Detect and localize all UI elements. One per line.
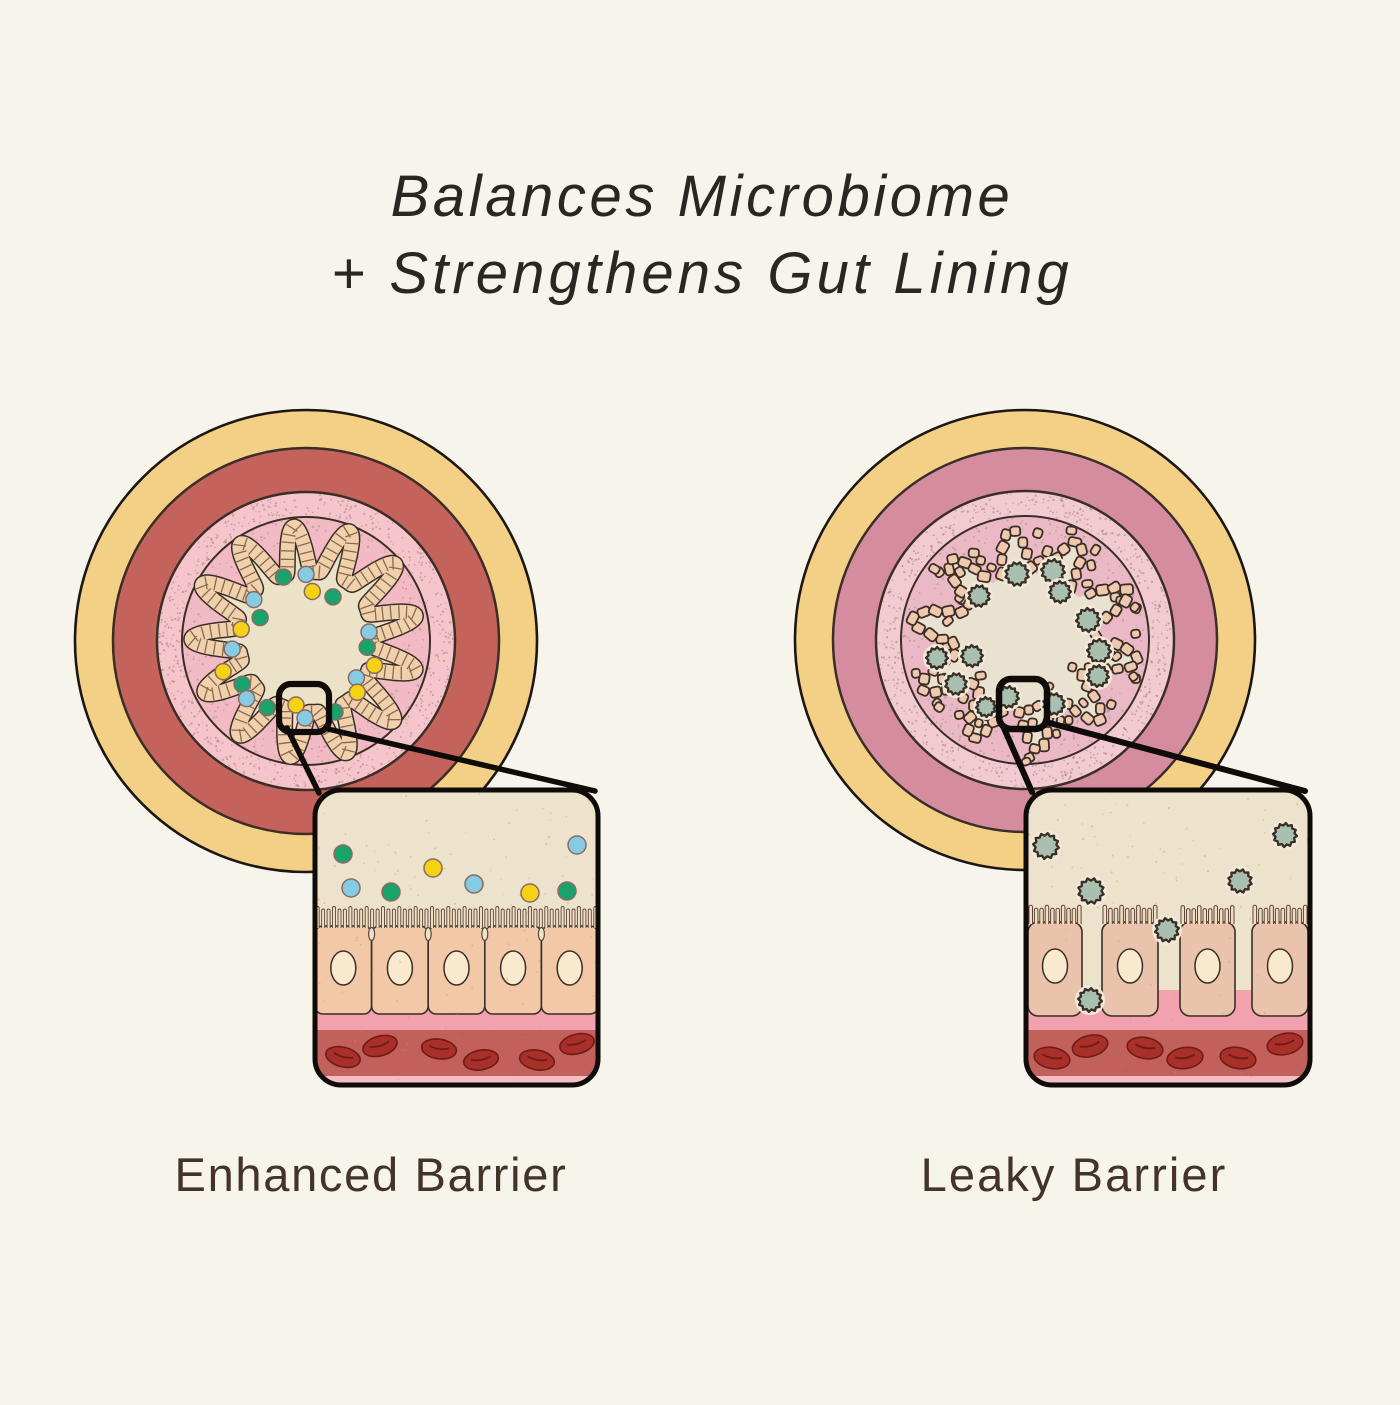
svg-text:Balances Microbiome: Balances Microbiome xyxy=(391,164,1014,229)
svg-text:+ Strengthens Gut Lining: + Strengthens Gut Lining xyxy=(331,241,1073,306)
svg-text:Leaky Barrier: Leaky Barrier xyxy=(921,1148,1228,1201)
svg-text:Enhanced Barrier: Enhanced Barrier xyxy=(175,1148,568,1201)
